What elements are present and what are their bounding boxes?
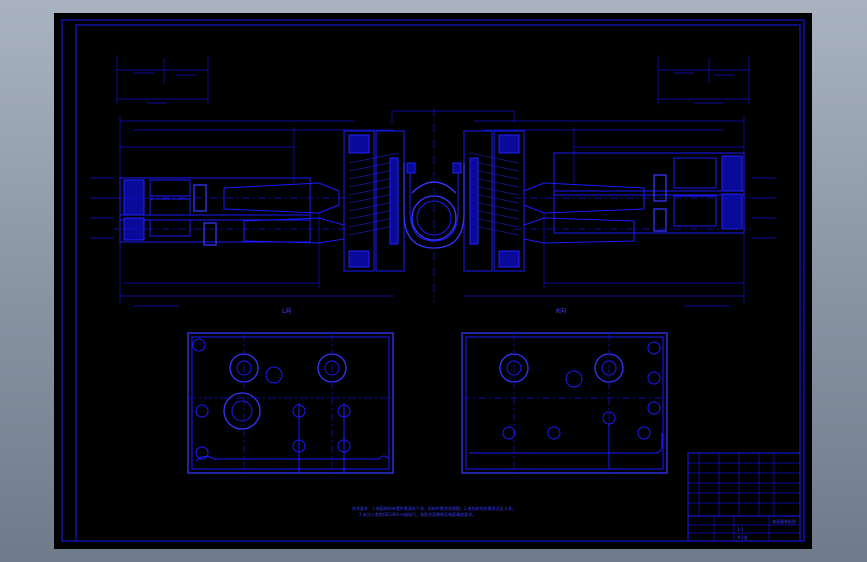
cad-drawing: L向 R向	[61, 19, 805, 542]
title-sheet: 共1张	[737, 534, 748, 540]
cad-drawing-sheet[interactable]: L向 R向	[54, 13, 812, 549]
title-block	[687, 515, 801, 542]
right-shaft-assembly	[514, 152, 776, 244]
left-gearbox-view	[187, 332, 394, 474]
note-line-1: 技术要求：1.装配前所有零件需清洗干净，机构件需涂润滑脂；2.各齿轮啮合需灵活无…	[352, 505, 516, 511]
right-gear-housing	[463, 130, 525, 272]
view-left-label: L向	[282, 307, 291, 315]
right-gearbox-view	[461, 332, 668, 474]
left-shaft-assembly	[90, 177, 354, 246]
inner-frame	[75, 24, 801, 542]
view-right-label: R向	[556, 307, 566, 315]
title-scale: 1:1	[737, 527, 744, 532]
note-line-2: 2.未注公差按GB1804-m级执行，各配合面需保证装配精度要求。	[359, 511, 476, 517]
title-name: 减速器装配图	[772, 518, 796, 524]
left-gear-housing	[343, 130, 405, 272]
assembly-dimensions	[119, 110, 745, 303]
center-clamp	[403, 108, 465, 303]
technical-notes: 技术要求：1.装配前所有零件需清洗干净，机构件需涂润滑脂；2.各齿轮啮合需灵活无…	[352, 505, 516, 517]
top-left-dimension	[116, 55, 209, 105]
parts-table	[687, 452, 801, 517]
top-right-dimension	[657, 55, 750, 105]
